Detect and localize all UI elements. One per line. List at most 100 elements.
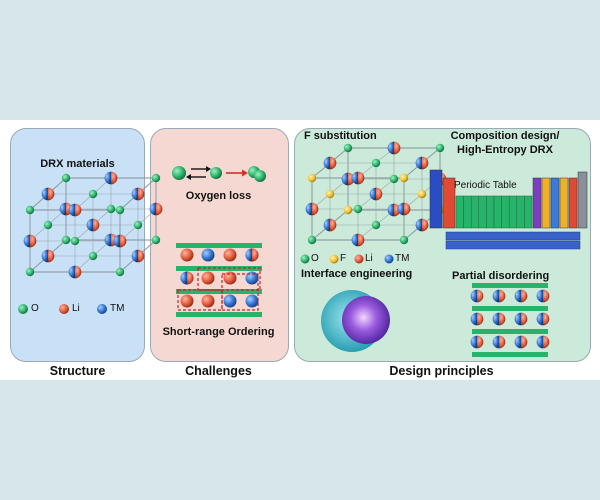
mixed-atom bbox=[86, 218, 100, 232]
oxygen-atom bbox=[172, 166, 186, 180]
mixed-atom bbox=[131, 187, 145, 201]
tm-half bbox=[323, 156, 330, 170]
tm-half bbox=[131, 249, 138, 263]
atom-outline bbox=[351, 233, 365, 247]
tm-half bbox=[536, 312, 543, 326]
li-half bbox=[521, 312, 528, 326]
li-half bbox=[187, 271, 194, 285]
tm-half bbox=[492, 289, 499, 303]
li-half bbox=[499, 312, 506, 326]
o-atom bbox=[371, 220, 381, 230]
atom-outline bbox=[149, 202, 163, 216]
legend-tm-atom bbox=[97, 304, 107, 314]
f-atom bbox=[307, 173, 317, 183]
disordered-atom bbox=[514, 289, 528, 303]
li-half bbox=[521, 335, 528, 349]
o-atom bbox=[70, 236, 80, 246]
tm-half bbox=[323, 218, 330, 232]
tm-half bbox=[387, 141, 394, 155]
atom-outline bbox=[470, 289, 484, 303]
core-shell-particle bbox=[321, 290, 390, 352]
o2-atom bbox=[254, 170, 266, 182]
transition-metal-block bbox=[516, 195, 525, 229]
legend-tm-label: TM bbox=[110, 303, 125, 314]
mixed-atom bbox=[41, 187, 55, 201]
tm-half bbox=[41, 249, 48, 263]
o-atom bbox=[133, 220, 143, 230]
li-half bbox=[404, 202, 411, 216]
o-atom bbox=[389, 174, 399, 184]
tm-half bbox=[104, 171, 111, 185]
f-atom bbox=[343, 205, 353, 215]
layer-bar bbox=[176, 243, 262, 248]
partial-disordering-layers bbox=[470, 283, 550, 357]
tm-half bbox=[514, 335, 521, 349]
legend-o-atom bbox=[18, 304, 28, 314]
design-legend-li-label: Li bbox=[365, 253, 373, 264]
mixed-atom bbox=[387, 141, 401, 155]
ordering-atom bbox=[223, 248, 237, 262]
tm-half bbox=[351, 233, 358, 247]
o-atom bbox=[371, 158, 381, 168]
atom-legends bbox=[18, 254, 394, 314]
li-half bbox=[499, 289, 506, 303]
atom-outline bbox=[514, 312, 528, 326]
layer-bar bbox=[472, 283, 548, 288]
f-substituted-lattice bbox=[305, 141, 447, 247]
tm-half bbox=[536, 289, 543, 303]
tm-half bbox=[415, 156, 422, 170]
mixed-atom bbox=[68, 265, 82, 279]
ordering-atom bbox=[245, 294, 259, 308]
design-legend-f-label: F bbox=[340, 253, 347, 264]
element-block bbox=[532, 177, 542, 229]
o-atom bbox=[106, 204, 116, 214]
design-legend-tm-label: TM bbox=[395, 253, 410, 264]
composition-design-label-line2: High-Entropy DRX bbox=[457, 144, 553, 156]
element-block bbox=[577, 171, 588, 229]
atom-outline bbox=[492, 335, 506, 349]
mixed-atom bbox=[369, 187, 383, 201]
o-atom bbox=[399, 235, 409, 245]
transition-metal-block bbox=[463, 195, 472, 229]
ordering-atom bbox=[245, 271, 259, 285]
tm-half bbox=[415, 218, 422, 232]
atom-outline bbox=[323, 218, 337, 232]
li-half bbox=[521, 289, 528, 303]
li-half bbox=[75, 203, 82, 217]
atom-outline bbox=[68, 203, 82, 217]
li-half bbox=[75, 265, 82, 279]
atom-outline bbox=[68, 265, 82, 279]
layer-bar bbox=[176, 312, 262, 317]
atom-outline bbox=[104, 171, 118, 185]
tm-half bbox=[514, 312, 521, 326]
structure-caption: Structure bbox=[49, 364, 106, 378]
disordered-atom bbox=[514, 335, 528, 349]
mixed-atom bbox=[415, 156, 429, 170]
drx-crystal-lattice bbox=[23, 171, 163, 279]
mixed-atom bbox=[23, 234, 37, 248]
tm-half bbox=[68, 265, 75, 279]
o-atom bbox=[307, 235, 317, 245]
ordering-box bbox=[197, 267, 261, 291]
cutaway bbox=[352, 290, 383, 321]
o-atom bbox=[88, 251, 98, 261]
tm-half bbox=[492, 312, 499, 326]
f-atom bbox=[325, 189, 335, 199]
atom-outline bbox=[180, 271, 194, 285]
layer-bar bbox=[472, 329, 548, 334]
o-atom bbox=[343, 143, 353, 153]
li-half bbox=[477, 312, 484, 326]
layer-bar bbox=[176, 289, 262, 294]
li-half bbox=[111, 171, 118, 185]
li-half bbox=[93, 218, 100, 232]
atom-outline bbox=[131, 187, 145, 201]
tm-half bbox=[23, 234, 30, 248]
li-half bbox=[48, 249, 55, 263]
ordering-atom bbox=[201, 271, 215, 285]
mixed-atom bbox=[305, 202, 319, 216]
atom-outline bbox=[23, 234, 37, 248]
atom-outline bbox=[514, 335, 528, 349]
atom-outline bbox=[492, 289, 506, 303]
tm-half bbox=[470, 289, 477, 303]
li-half bbox=[477, 289, 484, 303]
